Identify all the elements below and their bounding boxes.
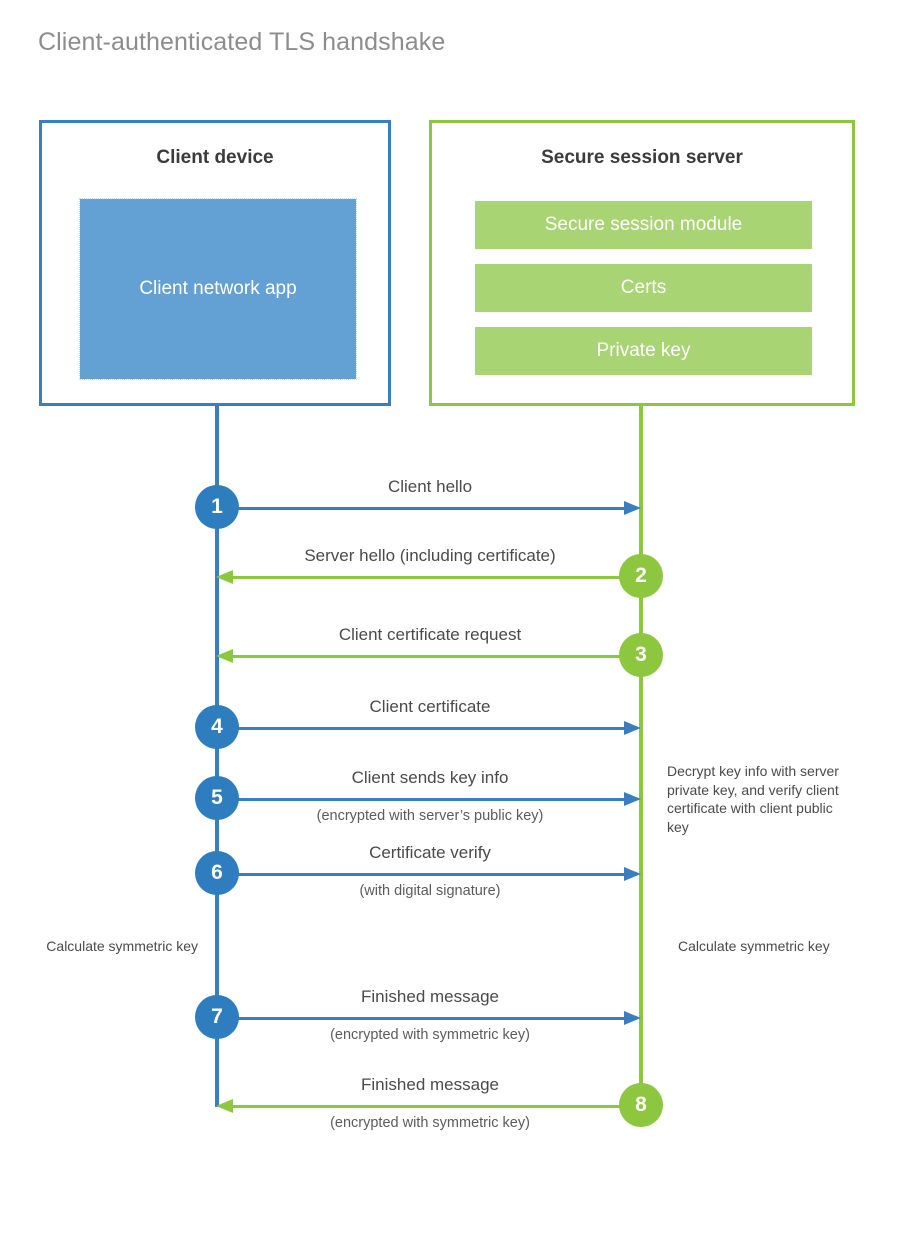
secure-session-server-title: Secure session server [541,147,743,168]
client-lifeline [215,403,219,1107]
message-arrow-line [217,798,632,801]
message-sublabel: (encrypted with symmetric key) [330,1027,530,1043]
arrow-right-icon [624,867,641,881]
client-network-app-block: Client network app [79,198,357,380]
message-label: Client hello [387,477,473,496]
message-sublabel: (encrypted with symmetric key) [330,1115,530,1131]
arrow-left-icon [216,1099,233,1113]
arrow-right-icon [624,501,641,515]
message-arrow-line [217,727,632,730]
message-label: Client sends key info [351,768,509,787]
client-device-box: Client device Client network app [39,120,391,406]
step-badge-8: 8 [619,1083,663,1127]
message-label: Finished message [361,1075,499,1094]
server-component-secure-session-module: Secure session module [475,201,812,249]
message-sublabel: (encrypted with server’s public key) [316,808,544,824]
arrow-right-icon [624,792,641,806]
step-badge-7: 7 [195,995,239,1039]
message-arrow-line [225,1105,641,1108]
page-title: Client-authenticated TLS handshake [38,28,446,56]
message-label: Client certificate request [338,625,522,644]
note-calculate-symmetric-key-server: Calculate symmetric key [678,938,830,954]
message-label: Certificate verify [369,843,491,862]
note-calculate-symmetric-key-client: Calculate symmetric key [46,938,198,954]
arrow-left-icon [216,649,233,663]
message-label: Server hello (including certificate) [304,546,556,565]
arrow-right-icon [624,1011,641,1025]
message-arrow-line [217,873,632,876]
message-label: Client certificate [369,697,491,716]
message-arrow-line [225,576,641,579]
server-component-private-key: Private key [475,327,812,375]
step-badge-2: 2 [619,554,663,598]
step-badge-6: 6 [195,851,239,895]
message-sublabel: (with digital signature) [359,883,501,899]
client-device-title: Client device [156,147,274,168]
arrow-right-icon [624,721,641,735]
server-lifeline [639,403,643,1106]
secure-session-server-box: Secure session server Secure session mod… [429,120,855,406]
step-badge-3: 3 [619,633,663,677]
message-label: Finished message [361,987,499,1006]
message-arrow-line [225,655,641,658]
message-arrow-line [217,507,632,510]
note-server-decrypt: Decrypt key info with server private key… [667,763,839,835]
message-arrow-line [217,1017,632,1020]
step-badge-1: 1 [195,485,239,529]
step-badge-4: 4 [195,705,239,749]
step-badge-5: 5 [195,776,239,820]
server-component-certs: Certs [475,264,812,312]
arrow-left-icon [216,570,233,584]
